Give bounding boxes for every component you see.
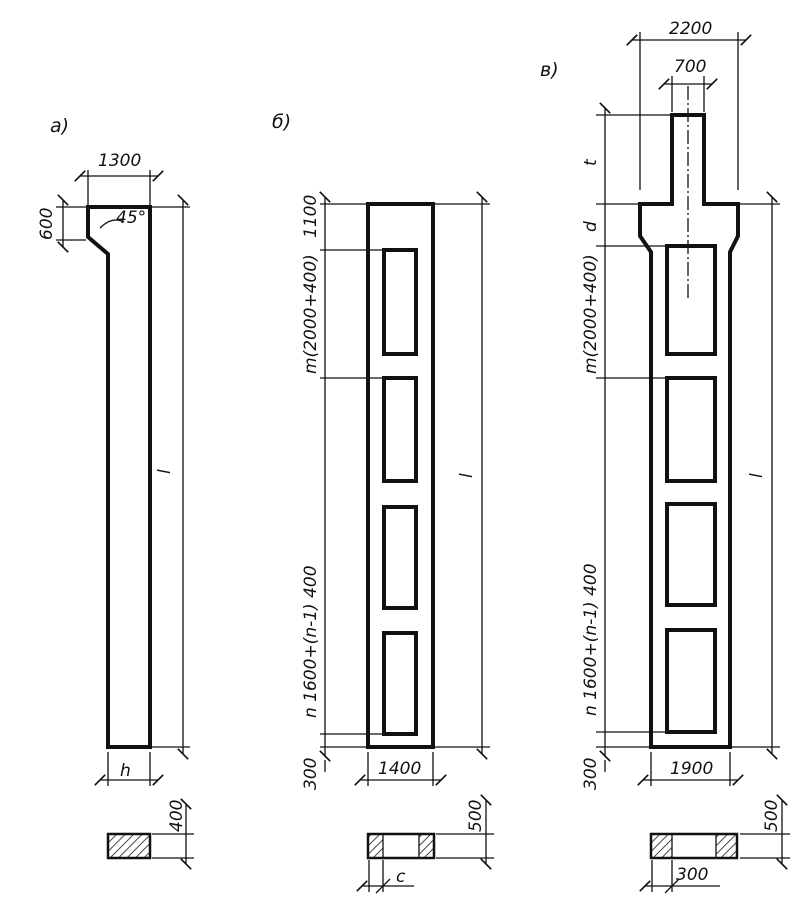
column-c-outline: [638, 113, 740, 749]
svg-text:300: 300: [676, 865, 708, 885]
svg-text:l: l: [155, 469, 175, 474]
dim-chain-c: [596, 102, 670, 772]
angle-label: 45°: [116, 208, 146, 228]
svg-text:400: 400: [167, 800, 187, 832]
section-c-web-right: [716, 835, 736, 857]
column-b-outline: [366, 202, 435, 749]
dim-400: 400: [152, 798, 194, 870]
panel-b-label: б): [272, 111, 291, 133]
section-b-web-left: [369, 835, 383, 857]
svg-text:500: 500: [762, 800, 782, 832]
dim-h: h: [94, 752, 164, 786]
svg-text:1400: 1400: [378, 759, 421, 779]
dim-700: 700: [658, 57, 718, 112]
label-300-c: 300: [581, 758, 601, 790]
dim-1900: 1900: [637, 752, 744, 786]
label-1100-b: 1100: [301, 195, 321, 238]
panel-a: a) 45° 1300 600 l: [37, 115, 194, 870]
dim-500-c: 500: [740, 794, 790, 870]
label-t: t: [581, 158, 601, 166]
svg-text:1300: 1300: [98, 151, 141, 171]
section-c: [649, 832, 739, 860]
section-b: [366, 832, 436, 860]
label-pitch-b: m(2000+400): [301, 254, 321, 374]
label-pitch-c: m(2000+400): [581, 254, 601, 374]
opening-b-3: [382, 505, 418, 610]
panel-a-label: a): [50, 115, 69, 137]
panel-c-label: в): [540, 59, 559, 81]
opening-c-4: [665, 628, 717, 734]
opening-b-2: [382, 376, 418, 483]
svg-text:1900: 1900: [670, 759, 713, 779]
opening-b-1: [382, 248, 418, 356]
svg-text:500: 500: [466, 800, 486, 832]
svg-text:2200: 2200: [669, 19, 712, 39]
panel-c: в) 2200 700: [540, 19, 790, 894]
svg-text:700: 700: [674, 57, 706, 77]
dim-1300: 1300: [74, 151, 164, 205]
label-300-b: 300: [301, 758, 321, 790]
label-series-b: n 1600+(n-1) 400: [301, 565, 321, 718]
dim-chain-b: [319, 191, 382, 772]
dim-2200: 2200: [626, 19, 752, 190]
svg-text:l: l: [747, 473, 767, 478]
dim-c: c: [356, 860, 414, 894]
dim-length-c: l: [732, 191, 780, 760]
angle-arc: [99, 219, 125, 229]
opening-c-1: [665, 244, 717, 356]
section-c-web-left: [652, 835, 672, 857]
section-b-web-right: [419, 835, 433, 857]
svg-text:l: l: [457, 473, 477, 478]
dim-300-section: 300: [639, 860, 720, 894]
dim-length-a: l: [152, 194, 190, 760]
opening-c-3: [665, 502, 717, 607]
opening-c-2: [665, 376, 717, 483]
dim-600: 600: [37, 194, 86, 253]
svg-text:c: c: [396, 867, 406, 887]
svg-text:600: 600: [37, 208, 57, 240]
section-a: [106, 832, 152, 860]
svg-text:h: h: [120, 761, 131, 781]
label-series-c: n 1600+(n-1) 400: [581, 563, 601, 716]
opening-b-4: [382, 631, 418, 736]
dim-500-b: 500: [436, 794, 494, 870]
panel-b: б) 1100 m(2000+400) n 1600+(n-1) 400 300…: [272, 111, 494, 894]
label-d: d: [581, 221, 601, 232]
dim-1400: 1400: [354, 752, 447, 786]
dim-length-b: l: [435, 191, 490, 760]
column-a-outline: [86, 205, 152, 749]
